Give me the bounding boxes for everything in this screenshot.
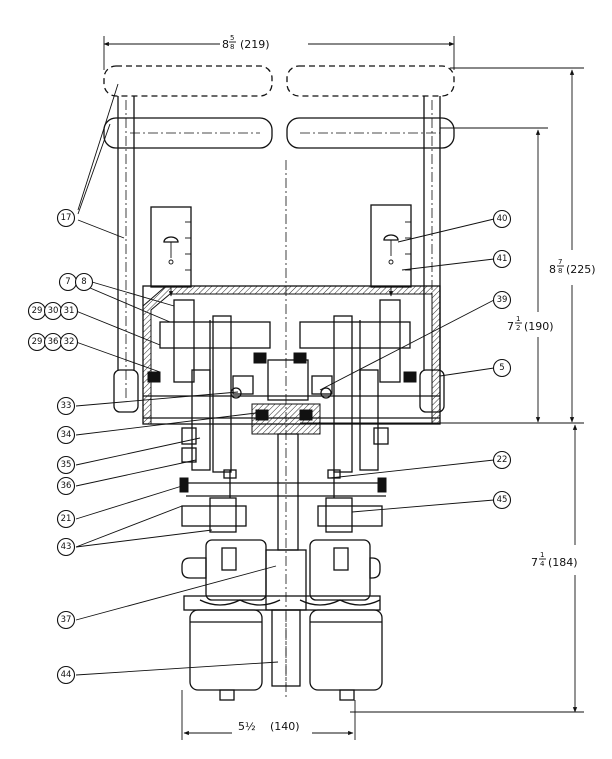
callout-21: 21 bbox=[56, 509, 76, 529]
dim-top-whole: 8 bbox=[222, 38, 229, 51]
dim-lower-whole: 7 bbox=[531, 556, 538, 569]
handle-raised-position bbox=[103, 65, 455, 97]
callout-29b: 29 bbox=[27, 332, 47, 352]
svg-text:8: 8 bbox=[81, 277, 86, 287]
callouts: 17 7 8 29 30 31 29 36 32 33 34 35 36 21 … bbox=[27, 208, 512, 685]
side-bolts bbox=[147, 371, 417, 463]
callout-29: 29 bbox=[27, 301, 47, 321]
center-spindle bbox=[230, 352, 333, 687]
svg-text:37: 37 bbox=[61, 615, 72, 625]
callout-17: 17 bbox=[56, 208, 76, 228]
motors bbox=[189, 609, 383, 701]
dimension-lower-height: 7 1 4 (184) bbox=[300, 422, 584, 713]
dim-overall-num: 7 bbox=[558, 258, 562, 266]
callout-7: 7 bbox=[58, 272, 78, 292]
svg-text:29: 29 bbox=[32, 306, 43, 316]
lower-mechanism bbox=[179, 469, 387, 611]
svg-text:32: 32 bbox=[64, 337, 75, 347]
callout-34: 34 bbox=[56, 425, 76, 445]
callout-32: 32 bbox=[59, 332, 79, 352]
callout-8: 8 bbox=[74, 272, 94, 292]
dimension-bottom-width: 5½ (140) bbox=[181, 690, 356, 740]
callout-37: 37 bbox=[56, 610, 76, 630]
svg-text:40: 40 bbox=[497, 214, 508, 224]
svg-text:45: 45 bbox=[497, 495, 508, 505]
dim-top-den: 8 bbox=[230, 43, 234, 51]
dim-bottom-text: 5½ bbox=[238, 720, 256, 733]
callout-31: 31 bbox=[59, 301, 79, 321]
callout-30: 30 bbox=[43, 301, 63, 321]
callout-40: 40 bbox=[492, 209, 512, 229]
dim-upper-mm: (190) bbox=[524, 320, 554, 333]
callout-43: 43 bbox=[56, 537, 76, 557]
dim-upper-den: 2 bbox=[516, 324, 520, 332]
callout-45: 45 bbox=[492, 490, 512, 510]
dim-overall-mm: (225) bbox=[566, 263, 596, 276]
svg-text:35: 35 bbox=[61, 460, 72, 470]
callout-5: 5 bbox=[492, 358, 512, 378]
svg-text:43: 43 bbox=[61, 542, 72, 552]
callout-41: 41 bbox=[492, 249, 512, 269]
svg-text:5: 5 bbox=[499, 363, 504, 373]
svg-text:31: 31 bbox=[64, 306, 75, 316]
svg-text:39: 39 bbox=[497, 295, 508, 305]
callout-36: 36 bbox=[43, 332, 63, 352]
dim-bottom-mm: (140) bbox=[270, 720, 300, 733]
svg-text:44: 44 bbox=[61, 670, 72, 680]
scale-plate-right bbox=[370, 204, 412, 297]
leader-lines bbox=[75, 83, 495, 676]
svg-text:36: 36 bbox=[61, 481, 72, 491]
callout-33: 33 bbox=[56, 396, 76, 416]
scale-plate-left bbox=[150, 206, 192, 297]
dim-top-mm: (219) bbox=[240, 38, 270, 51]
svg-text:21: 21 bbox=[61, 514, 72, 524]
callout-36b: 36 bbox=[56, 476, 76, 496]
dim-lower-den: 4 bbox=[540, 560, 545, 568]
svg-text:30: 30 bbox=[48, 306, 59, 316]
svg-text:34: 34 bbox=[61, 430, 72, 440]
svg-text:36: 36 bbox=[48, 337, 59, 347]
callout-44: 44 bbox=[56, 665, 76, 685]
dimension-upper-height: 7 1 2 (190) bbox=[440, 127, 554, 423]
dim-overall-whole: 8 bbox=[549, 263, 556, 276]
dim-lower-mm: (184) bbox=[548, 556, 578, 569]
handle-lowered-position bbox=[103, 96, 455, 413]
dimension-overall-height: 8 7 8 (225) bbox=[450, 67, 596, 423]
svg-text:7: 7 bbox=[65, 277, 70, 287]
svg-text:41: 41 bbox=[497, 254, 508, 264]
dim-top-num: 5 bbox=[230, 34, 234, 42]
dim-upper-whole: 7 bbox=[507, 320, 514, 333]
dimension-top-width: 8 5 8 (219) bbox=[103, 34, 455, 70]
dim-overall-den: 8 bbox=[558, 267, 562, 275]
dim-upper-num: 1 bbox=[516, 315, 520, 323]
callout-22: 22 bbox=[492, 450, 512, 470]
svg-text:22: 22 bbox=[497, 455, 508, 465]
callout-35: 35 bbox=[56, 455, 76, 475]
svg-text:29: 29 bbox=[32, 337, 43, 347]
callout-39: 39 bbox=[492, 290, 512, 310]
dim-lower-num: 1 bbox=[540, 551, 544, 559]
svg-text:33: 33 bbox=[61, 401, 72, 411]
svg-text:17: 17 bbox=[61, 213, 72, 223]
